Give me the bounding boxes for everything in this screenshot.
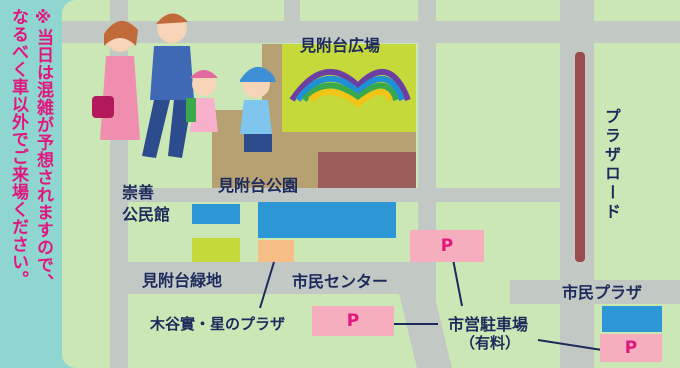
map-graphics	[62, 0, 680, 368]
plaza-road-stripe	[575, 52, 585, 262]
parking-mark: P	[346, 311, 360, 331]
notice-line-2: なるべく車以外でご来場ください。	[8, 8, 28, 288]
park-brown-block	[318, 152, 416, 188]
mother-hair	[104, 20, 138, 46]
leader-lines	[259, 253, 603, 351]
parking-lot-north: P	[410, 230, 484, 262]
shimin-plaza-label: 市民プラザ	[562, 283, 643, 302]
park-strip	[318, 132, 416, 152]
road-top	[62, 21, 680, 43]
civic-center-label: 市民センター	[292, 272, 389, 291]
parking-mark: P	[624, 338, 638, 358]
access-map: 見附台広場 見附台公園 崇善 公民館 見附台緑地 市民センター 木谷實・星のプラ…	[62, 0, 680, 368]
road-plaza-east	[510, 280, 680, 304]
boy-shorts	[244, 134, 272, 152]
notice-sidebar: ※当日は混雑が予想されますので、 なるべく車以外でご来場ください。	[0, 0, 62, 368]
civic-center-building	[258, 202, 396, 238]
park-label: 見附台公園	[218, 176, 299, 195]
plaza-label: 見附台広場	[300, 36, 381, 55]
greenway-label: 見附台緑地	[142, 271, 223, 290]
parking-mark: P	[440, 236, 454, 256]
notice-line-1: ※当日は混雑が予想されますので、	[33, 8, 53, 291]
father-hair	[156, 13, 188, 24]
road-park-south	[122, 188, 572, 202]
girl-body	[190, 98, 218, 132]
boy-shirt	[240, 100, 272, 134]
road-middle	[418, 0, 436, 368]
parking-paid-label: （有料）	[460, 334, 521, 352]
parking-lot-south: P	[312, 306, 394, 336]
road-diagonal	[397, 285, 452, 368]
family-illustration	[92, 13, 276, 158]
roads	[62, 0, 680, 368]
hall-building	[192, 204, 240, 224]
handbag-icon	[92, 96, 114, 118]
greenway-area	[192, 238, 240, 262]
kitanishi-building	[258, 240, 294, 262]
community-hall-label: 崇善 公民館	[122, 183, 171, 224]
father-leg-left	[142, 100, 170, 158]
girl-bag	[186, 98, 196, 122]
girl-hat	[190, 70, 218, 78]
kitanishi-label: 木谷實・星のプラザ	[150, 315, 286, 333]
father-jacket	[150, 46, 194, 100]
boy-cap	[240, 66, 276, 82]
road-upper	[284, 0, 300, 42]
parking-lot-plaza: P	[600, 334, 662, 362]
parking-label: 市営駐車場	[448, 315, 529, 334]
shimin-plaza-building	[602, 306, 662, 332]
rainbow-icon	[289, 68, 411, 108]
mother-dress	[100, 56, 140, 140]
plaza-road-label: プラザロード	[602, 108, 621, 222]
